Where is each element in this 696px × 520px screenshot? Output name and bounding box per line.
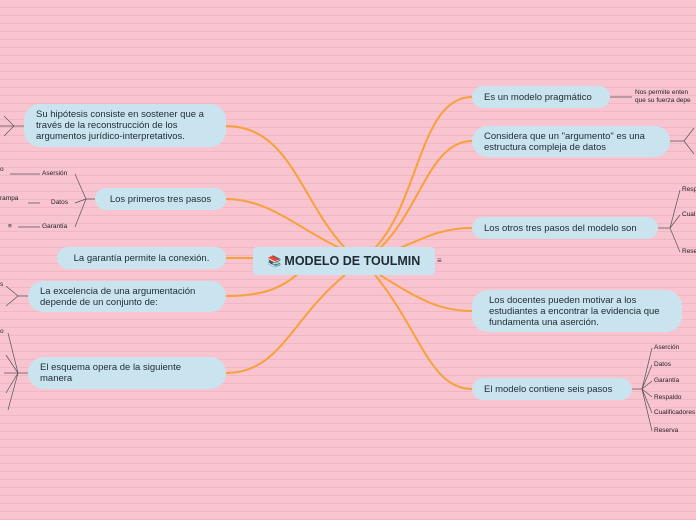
leaf-seis-garantia[interactable]: Garantía bbox=[654, 377, 680, 384]
leaf-cualificadores[interactable]: Cual bbox=[682, 211, 696, 218]
leaf-respaldo[interactable]: Resp bbox=[682, 186, 696, 193]
branch-seis bbox=[374, 274, 473, 390]
leaf-pragmatico-note-2[interactable]: que su fuerza depe bbox=[635, 97, 691, 104]
leaf-datos[interactable]: Datos bbox=[51, 199, 68, 206]
leaf-reserva[interactable]: Rese bbox=[682, 248, 696, 255]
node-garantia-label: La garantía permite la conexión. bbox=[73, 252, 210, 264]
node-esquema-label: El esquema opera de la siguiente manera bbox=[40, 362, 182, 384]
leaf-far-asercion: o bbox=[0, 166, 4, 173]
node-considera[interactable]: Considera que un "argumento" es una estr… bbox=[472, 126, 670, 157]
node-primeros-pasos-label: Los primeros tres pasos bbox=[109, 193, 212, 205]
leaf-far-garantia: ≡ bbox=[8, 223, 12, 230]
leaf-far-excelencia: s bbox=[0, 281, 4, 288]
central-title: MODELO DE TOULMIN bbox=[284, 254, 421, 268]
leaf-seis-cualificadores[interactable]: Cualificadores bbox=[654, 409, 696, 416]
node-esquema[interactable]: El esquema opera de la siguiente manera bbox=[28, 357, 226, 389]
leaf-seis-datos[interactable]: Datos bbox=[654, 361, 671, 368]
node-otros-pasos[interactable]: Los otros tres pasos del modelo son bbox=[472, 217, 658, 239]
node-garantia[interactable]: La garantía permite la conexión. bbox=[57, 247, 226, 269]
node-considera-label: Considera que un "argumento" es una estr… bbox=[484, 130, 645, 153]
leaf-garantia[interactable]: Garantía bbox=[42, 223, 68, 230]
leaf-far-esquema: o bbox=[0, 328, 4, 335]
branch-considera bbox=[379, 140, 473, 249]
leaf-seis-reserva[interactable]: Reserva bbox=[654, 427, 679, 434]
node-hipotesis-label: Su hipótesis consiste en sostener que a … bbox=[36, 109, 204, 142]
node-pragmatico[interactable]: Es un modelo pragmático bbox=[472, 86, 610, 108]
node-docentes-label: Los docentes pueden motivar a los estudi… bbox=[489, 294, 660, 328]
node-primeros-pasos[interactable]: Los primeros tres pasos bbox=[95, 188, 226, 210]
leaf-far-datos: rampa bbox=[0, 195, 19, 202]
leaf-seis-respaldo[interactable]: Respaldo bbox=[654, 394, 682, 401]
node-pragmatico-label: Es un modelo pragmático bbox=[484, 91, 592, 103]
leaf-seis-asercion[interactable]: Aserción bbox=[654, 344, 680, 351]
node-excelencia-label: La excelencia de una argumentación depen… bbox=[40, 285, 196, 308]
node-seis-pasos-label: El modelo contiene seis pasos bbox=[484, 383, 613, 395]
branch-pragmatico bbox=[374, 96, 473, 249]
branch-excelencia bbox=[225, 271, 301, 297]
node-seis-pasos[interactable]: El modelo contiene seis pasos bbox=[472, 378, 632, 400]
node-docentes[interactable]: Los docentes pueden motivar a los estudi… bbox=[472, 290, 682, 332]
books-icon: 📚 bbox=[267, 255, 282, 268]
leaf-pragmatico-note-1[interactable]: Nos permite enten bbox=[635, 89, 689, 96]
branch-primeros bbox=[225, 198, 341, 249]
node-otros-pasos-label: Los otros tres pasos del modelo son bbox=[484, 222, 637, 234]
central-topic[interactable]: 📚 MODELO DE TOULMIN bbox=[253, 247, 435, 275]
branch-hipotesis bbox=[225, 125, 346, 249]
node-hipotesis[interactable]: Su hipótesis consiste en sostener que a … bbox=[24, 104, 226, 147]
branch-otros bbox=[399, 227, 473, 249]
menu-icon[interactable]: ≡ bbox=[437, 256, 442, 265]
branch-docentes bbox=[379, 274, 473, 312]
node-excelencia[interactable]: La excelencia de una argumentación depen… bbox=[28, 281, 226, 312]
leaf-asercion[interactable]: Asersión bbox=[42, 170, 68, 177]
branch-esquema bbox=[225, 274, 346, 374]
